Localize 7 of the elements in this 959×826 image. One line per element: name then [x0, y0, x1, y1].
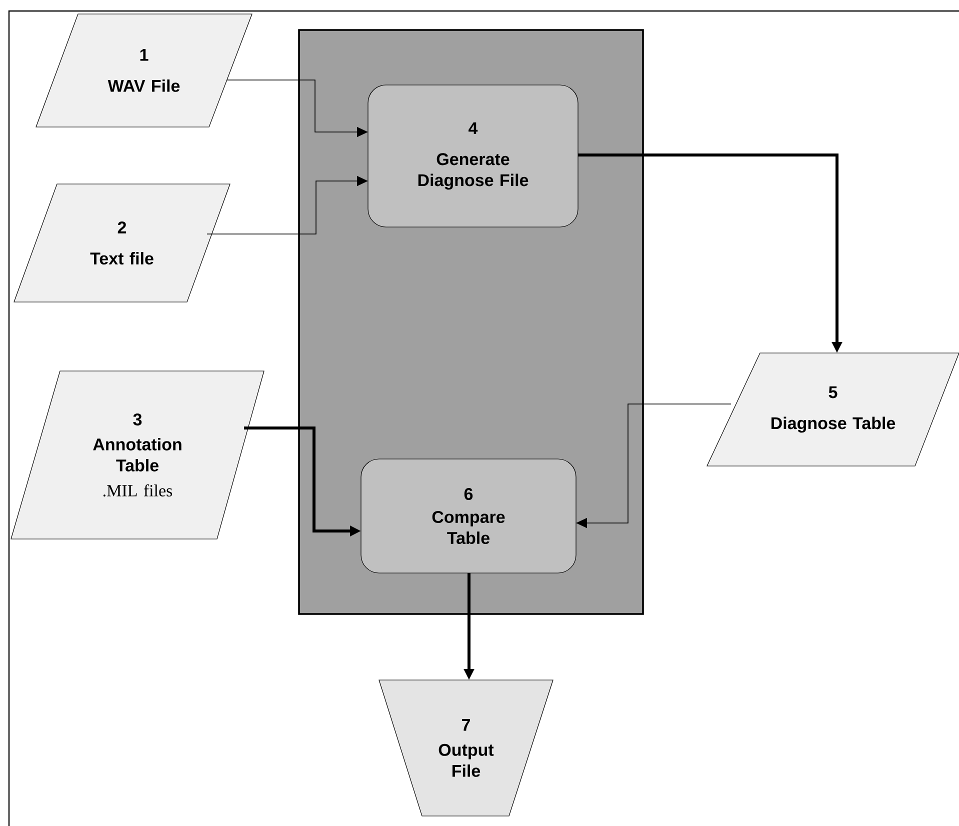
data-parallelogram: 3 Annotation Table .MIL files [10, 370, 264, 540]
data-parallelogram: 5 Diagnose Table [706, 352, 959, 466]
data-parallelogram: 1 WAV File [36, 14, 252, 128]
output-trapezoid: 7 Output File [378, 680, 554, 816]
process-box: 6 Compare Table [360, 458, 576, 574]
process-box: 4 Generate Diagnose File [368, 84, 578, 228]
data-parallelogram: 2 Text file [14, 184, 230, 302]
